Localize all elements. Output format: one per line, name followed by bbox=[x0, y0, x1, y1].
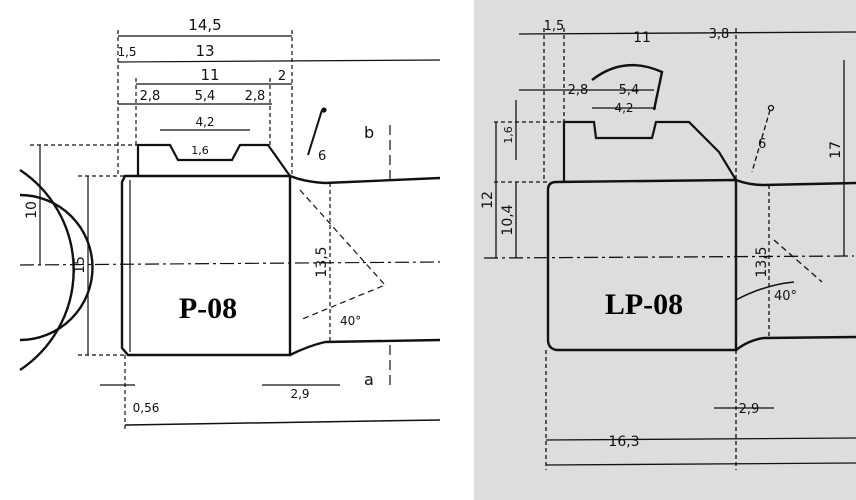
right-drawing-panel: 1,5 11 3,8 2,8 5,4 4,2 1,6 12 10,4 6 17 … bbox=[474, 0, 856, 500]
right-top-boss bbox=[562, 120, 737, 182]
right-part-label: LP-08 bbox=[605, 288, 683, 321]
right-dim-text-42: 4,2 bbox=[614, 101, 633, 115]
right-dim-text-163: 16,3 bbox=[608, 434, 639, 450]
left-dim-text-13: 13 bbox=[195, 42, 214, 60]
left-dim-text-145: 14,5 bbox=[188, 16, 221, 34]
left-dim-text-29: 2,9 bbox=[290, 387, 309, 401]
right-dim-text-104: 10,4 bbox=[500, 204, 516, 235]
left-shaft-top bbox=[289, 174, 441, 185]
right-dim-text-135: 13,5 bbox=[754, 246, 770, 277]
right-main-body bbox=[546, 178, 738, 352]
left-dim-text-056: 0,56 bbox=[133, 401, 160, 415]
left-dim-bottom bbox=[124, 419, 441, 426]
left-technical-drawing: 14,5 13 1,5 11 2 2,8 5,4 2,8 4,2 1,6 6 1… bbox=[19, 16, 441, 430]
left-dim-text-15: 1,5 bbox=[117, 45, 136, 59]
right-dim-text-38: 3,8 bbox=[709, 27, 730, 42]
left-dim-text-diam15: 15 bbox=[72, 256, 88, 274]
left-dim-text-135: 13,5 bbox=[314, 246, 330, 277]
right-centerline bbox=[483, 255, 855, 259]
left-dim-text-16: 1,6 bbox=[191, 144, 209, 157]
right-dim-top bbox=[518, 31, 856, 35]
right-shaft-bottom bbox=[735, 335, 856, 351]
right-dim-text-29: 2,9 bbox=[739, 402, 760, 417]
left-dim-text-angle: 40° bbox=[340, 314, 361, 328]
right-dim-text-12: 12 bbox=[480, 191, 496, 209]
right-dim-text-17: 17 bbox=[828, 141, 844, 159]
left-angle-lines bbox=[299, 189, 387, 321]
right-dim-text-6: 6 bbox=[758, 137, 766, 152]
left-part-label: P-08 bbox=[179, 292, 237, 325]
right-dim-text-15: 1,5 bbox=[544, 19, 565, 34]
right-shaft-top bbox=[735, 178, 856, 187]
left-dim-text-10: 10 bbox=[24, 201, 40, 219]
right-dim-163 bbox=[545, 437, 856, 441]
left-arc-small bbox=[19, 193, 94, 342]
left-centerline bbox=[19, 261, 441, 266]
right-dim-text-11: 11 bbox=[633, 30, 651, 46]
left-arc-large bbox=[19, 169, 75, 371]
left-main-body bbox=[120, 174, 292, 357]
right-dim-text-angle: 40° bbox=[774, 289, 797, 304]
right-dim-text-54: 5,4 bbox=[619, 83, 640, 98]
left-dim-text-11: 11 bbox=[200, 66, 219, 84]
left-shaft-bottom bbox=[289, 338, 441, 357]
left-dim-text-42: 4,2 bbox=[195, 115, 214, 129]
left-drawing-panel: 14,5 13 1,5 11 2 2,8 5,4 2,8 4,2 1,6 6 1… bbox=[19, 16, 441, 430]
left-section-letter-b: b bbox=[364, 123, 374, 142]
left-dim-text-28a: 2,8 bbox=[140, 89, 161, 104]
left-section-letter-a: a bbox=[364, 370, 374, 389]
left-dim-text-54: 5,4 bbox=[195, 89, 216, 104]
left-top-boss bbox=[136, 143, 291, 177]
left-dim-text-2: 2 bbox=[278, 69, 286, 84]
right-curve-mark bbox=[591, 63, 664, 111]
left-dim-text-6: 6 bbox=[318, 149, 326, 164]
left-dim-text-28b: 2,8 bbox=[245, 89, 266, 104]
left-dim-13 bbox=[117, 59, 441, 63]
right-dim-text-16: 1,6 bbox=[502, 126, 515, 144]
right-dim-text-28: 2,8 bbox=[568, 83, 589, 98]
right-technical-drawing: 1,5 11 3,8 2,8 5,4 4,2 1,6 12 10,4 6 17 … bbox=[480, 19, 856, 470]
